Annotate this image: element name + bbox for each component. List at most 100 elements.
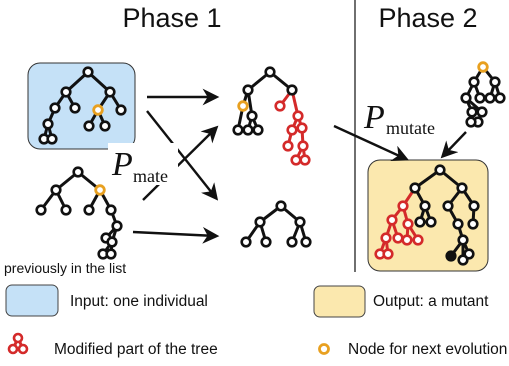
p-mutate-sub: mutate (386, 118, 435, 138)
tree-node (290, 154, 302, 166)
tree-node (60, 204, 72, 216)
tree-node (382, 248, 394, 260)
tree-node (83, 204, 95, 216)
tree-node (457, 254, 469, 266)
tree-mutant (374, 164, 480, 266)
tree-node (275, 200, 287, 212)
tree-mutation-source (460, 61, 506, 128)
tree-node (402, 218, 414, 230)
tree-node (246, 110, 258, 122)
tree-node (468, 76, 480, 88)
tree-node (456, 182, 468, 194)
tree-node (401, 234, 413, 246)
tree-node (264, 66, 276, 78)
tree-node (115, 104, 127, 116)
tree-node (294, 216, 306, 228)
tree-node (111, 220, 123, 232)
tree-node (82, 66, 94, 78)
tree-node (296, 122, 308, 134)
tree-node (299, 154, 311, 166)
legend: Input: one individual Output: a mutant M… (5, 284, 507, 358)
tree-node (282, 140, 294, 152)
p-mate-label: P mate (108, 143, 178, 186)
tree-node (254, 216, 266, 228)
phase2-title: Phase 2 (378, 3, 477, 33)
legend-input-swatch (5, 284, 59, 317)
tree-node (386, 214, 398, 226)
tree-node (232, 124, 244, 136)
tree-node (476, 106, 488, 118)
tree-node (425, 216, 437, 228)
tree-node (466, 106, 478, 118)
tree-node (409, 182, 421, 194)
p-mutate-symbol: P (363, 99, 385, 136)
tree-node (465, 116, 477, 128)
tree-node (105, 204, 117, 216)
tree-node (240, 236, 252, 248)
tree-node (397, 200, 409, 212)
arrow-child-to-mutant (333, 124, 410, 162)
legend-modified-label: Modified part of the tree (54, 341, 218, 358)
tree-input (38, 66, 127, 145)
tree-node (442, 200, 454, 212)
tree-child-bottom (240, 200, 312, 248)
tree-node (83, 120, 95, 132)
p-mutate-label: P mutate (363, 99, 435, 138)
tree-node (446, 251, 456, 261)
tree-node (69, 102, 81, 114)
tree-node (474, 92, 486, 104)
tree-node (242, 124, 254, 136)
next-evolution-node (477, 61, 489, 73)
tree-node (42, 118, 54, 130)
next-evolution-node (237, 100, 249, 112)
next-evolution-node (92, 104, 104, 116)
phase1-title: Phase 1 (122, 3, 221, 33)
tree-node (467, 218, 479, 230)
next-evolution-node (94, 184, 106, 196)
arrow-previous-to-child-bottom (132, 226, 220, 244)
tree-node (104, 86, 116, 98)
tree-node (419, 200, 431, 212)
tree-node (457, 234, 469, 246)
tree-node (252, 124, 264, 136)
tree-node (286, 84, 298, 96)
tree-node (260, 236, 272, 248)
tree-node (46, 133, 58, 145)
tree-node (434, 164, 446, 176)
tree-node (484, 92, 496, 104)
tree-node (300, 236, 312, 248)
legend-next-node-label: Node for next evolution (348, 341, 507, 358)
tree-node (380, 232, 392, 244)
arrow-input-to-child-bottom (146, 110, 219, 201)
arrows (132, 88, 467, 244)
p-mate-symbol: P (111, 146, 133, 183)
tree-node (99, 120, 111, 132)
arrow-source-to-mutant (440, 131, 467, 159)
tree-node (72, 166, 84, 178)
legend-output-swatch (313, 285, 366, 318)
arrow-previous-to-child-top (142, 125, 219, 201)
legend-next-node-icon (318, 343, 330, 355)
tree-node (412, 234, 424, 246)
tree-node (452, 218, 464, 230)
tree-node (105, 248, 117, 260)
tree-node (494, 92, 506, 104)
tree-node (286, 236, 298, 248)
tree-node (49, 102, 61, 114)
tree-node (297, 140, 309, 152)
legend-modified-icon (7, 332, 29, 355)
tree-previous (35, 166, 123, 260)
legend-input-label: Input: one individual (70, 293, 208, 310)
tree-node (60, 86, 72, 98)
tree-node (460, 92, 472, 104)
tree-node (106, 236, 118, 248)
previous-caption: previously in the list (4, 260, 126, 276)
tree-node (35, 204, 47, 216)
tree-node (274, 100, 286, 112)
tree-node (468, 200, 480, 212)
tree-node (489, 76, 501, 88)
p-mate-sub: mate (133, 166, 168, 186)
tree-node (286, 124, 298, 136)
tree-node (414, 216, 426, 228)
